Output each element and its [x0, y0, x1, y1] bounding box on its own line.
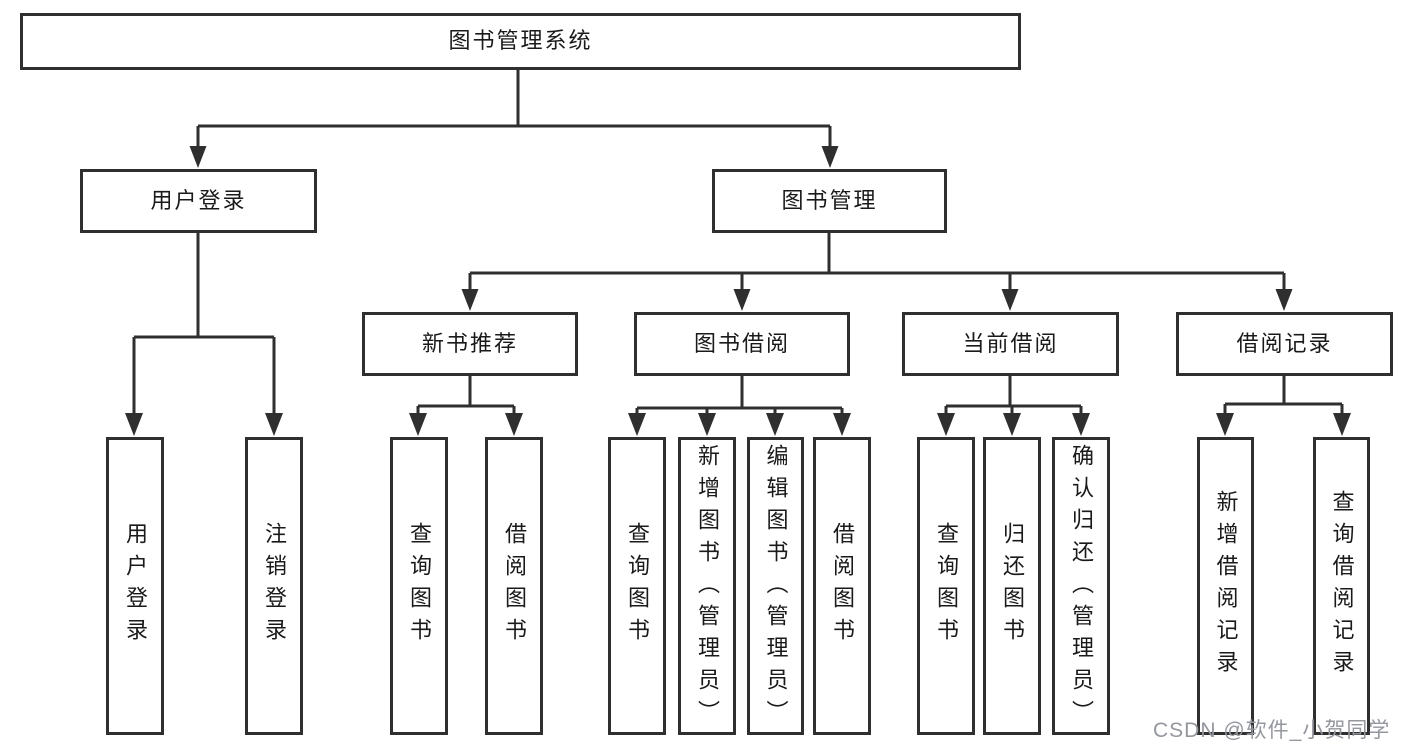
node-current-borrow-label: 当前借阅 — [962, 330, 1059, 356]
leaf-query-books-borrow-label: 查询图书 — [625, 522, 650, 650]
edge-book-borrow-to-leaves — [635, 376, 844, 418]
node-borrow-records-label: 借阅记录 — [1236, 330, 1333, 356]
leaf-query-books-current: 查询图书 — [917, 437, 975, 735]
node-book-management-label: 图书管理 — [781, 187, 878, 213]
edge-new-book-recommend-to-leaves — [416, 376, 516, 418]
leaf-query-books-borrow: 查询图书 — [608, 437, 666, 735]
node-book-borrow: 图书借阅 — [634, 312, 850, 376]
node-root-label: 图书管理系统 — [448, 28, 593, 54]
leaf-query-books-recommend-label: 查询图书 — [407, 522, 432, 650]
leaf-edit-books-admin-label: 编辑图书（管理员） — [763, 444, 789, 732]
leaf-logout-label: 注销登录 — [262, 522, 287, 650]
leaf-add-borrow-record: 新增借阅记录 — [1197, 437, 1254, 735]
leaf-confirm-return-admin-label: 确认归还（管理员） — [1069, 444, 1094, 732]
node-root: 图书管理系统 — [20, 13, 1021, 70]
leaf-edit-books-admin: 编辑图书（管理员） — [747, 437, 804, 735]
leaf-user-login: 用户登录 — [106, 437, 164, 735]
edge-user-login-to-leaves — [132, 233, 276, 418]
leaf-return-books: 归还图书 — [983, 437, 1041, 735]
leaf-query-books-recommend: 查询图书 — [390, 437, 448, 735]
leaf-logout: 注销登录 — [245, 437, 303, 735]
node-user-login-label: 用户登录 — [150, 187, 247, 213]
edge-borrow-records-to-leaves — [1223, 376, 1344, 418]
leaf-borrow-books-recommend-label: 借阅图书 — [502, 522, 527, 650]
node-new-book-recommend-label: 新书推荐 — [421, 330, 518, 356]
node-book-borrow-label: 图书借阅 — [693, 330, 790, 356]
node-book-management: 图书管理 — [712, 169, 947, 233]
leaf-query-books-current-label: 查询图书 — [934, 522, 959, 650]
node-user-login: 用户登录 — [80, 169, 317, 233]
leaf-query-borrow-record-label: 查询借阅记录 — [1329, 490, 1355, 682]
edge-book-management-to-level3 — [468, 233, 1286, 292]
leaf-borrow-books: 借阅图书 — [813, 437, 871, 735]
node-current-borrow: 当前借阅 — [902, 312, 1119, 376]
leaf-return-books-label: 归还图书 — [1000, 522, 1025, 650]
node-borrow-records: 借阅记录 — [1176, 312, 1393, 376]
leaf-borrow-books-recommend: 借阅图书 — [485, 437, 543, 735]
leaf-add-books-admin-label: 新增图书（管理员） — [695, 444, 720, 732]
leaf-borrow-books-label: 借阅图书 — [830, 522, 855, 650]
leaf-add-books-admin: 新增图书（管理员） — [678, 437, 736, 735]
edge-root-to-level2 — [196, 70, 832, 150]
leaf-add-borrow-record-label: 新增借阅记录 — [1213, 490, 1239, 682]
leaf-query-borrow-record: 查询借阅记录 — [1313, 437, 1370, 735]
arrowheads — [125, 146, 1351, 436]
leaf-confirm-return-admin: 确认归还（管理员） — [1052, 437, 1110, 735]
node-new-book-recommend: 新书推荐 — [362, 312, 578, 376]
edge-current-borrow-to-leaves — [944, 376, 1083, 418]
leaf-user-login-label: 用户登录 — [123, 522, 148, 650]
watermark: CSDN @软件_小贺同学 — [1153, 719, 1391, 742]
